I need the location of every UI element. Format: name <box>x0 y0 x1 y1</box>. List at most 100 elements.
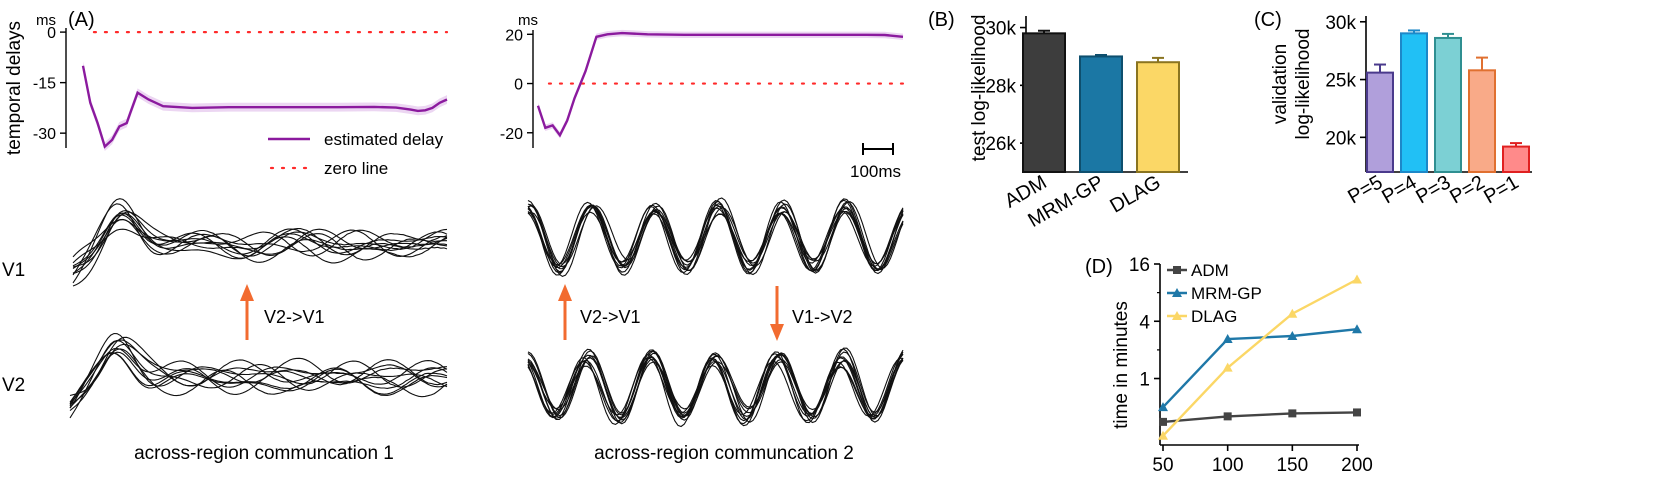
a1-legend: estimated delay zero line <box>268 130 444 178</box>
x-tick-label: 150 <box>1276 455 1308 476</box>
neural-trace <box>69 336 448 406</box>
neural-trace <box>69 343 448 397</box>
neural-trace <box>72 203 448 276</box>
neural-trace <box>527 354 904 428</box>
bar-p-1 <box>1502 145 1530 173</box>
neural-trace <box>72 213 448 287</box>
c-ylabel-line1: validation <box>1270 44 1291 124</box>
neural-trace <box>527 199 904 274</box>
y-tick-label: 30k <box>1325 13 1356 34</box>
neural-trace <box>527 201 904 278</box>
neural-trace <box>527 349 904 421</box>
legend-marker <box>1172 288 1182 297</box>
a1-ylabel: temporal delays <box>4 21 25 155</box>
a2-unit-label: ms <box>518 12 538 29</box>
x-tick-label: 50 <box>1152 455 1173 476</box>
arrow-label-v2-to-v1-right: V2->V1 <box>580 307 641 327</box>
caption-communication-1: across-region communcation 1 <box>134 443 394 464</box>
bar-p-5 <box>1366 71 1394 173</box>
legend-estimated-label: estimated delay <box>324 130 444 149</box>
b-ylabel: test log-likelihood <box>969 15 990 162</box>
y-tick-label: 20k <box>1325 128 1356 149</box>
neural-trace <box>69 351 448 412</box>
y-tick-label: 26k <box>985 134 1016 155</box>
arrow-head <box>770 324 784 341</box>
y-tick-label: 25k <box>1325 71 1356 92</box>
data-point-mrm-gp <box>1287 330 1298 340</box>
c-ylabel-line2: log-likelihood <box>1293 29 1314 140</box>
y-tick-label: 4 <box>1139 312 1150 333</box>
neural-trace <box>69 348 448 409</box>
v1-label: V1 <box>2 260 25 281</box>
y-tick-label: 1 <box>1139 370 1150 391</box>
y-tick-label: -30 <box>33 126 56 143</box>
neural-trace <box>72 219 448 258</box>
v2-label: V2 <box>2 375 25 396</box>
neural-trace <box>69 339 448 403</box>
a2-delay-plot: 200-20 <box>500 27 905 148</box>
panel-a: (A) ms temporal delays 0-15-30 estimated… <box>2 9 905 464</box>
arrow-label-v1-to-v2: V1->V2 <box>792 307 853 327</box>
bar-p-2 <box>1468 69 1496 173</box>
legend-label: ADM <box>1191 261 1229 280</box>
legend-marker <box>1172 311 1182 320</box>
neural-trace <box>72 211 447 268</box>
panel-c: (C) validation log-likelihood 20k25k30kP… <box>1254 9 1532 208</box>
x-tick-label: 200 <box>1341 455 1373 476</box>
arrow-head <box>558 284 572 301</box>
neural-trace <box>72 210 448 275</box>
legend-zero-label: zero line <box>324 159 388 178</box>
neural-trace <box>527 198 904 273</box>
x-tick-label: 100 <box>1212 455 1244 476</box>
v2-traces-communication-2 <box>527 347 904 428</box>
y-tick-label: 16 <box>1129 255 1150 276</box>
series-line-dlag <box>1162 278 1358 437</box>
bar-p-3 <box>1434 36 1462 174</box>
bar-mrm-gp <box>1079 55 1123 173</box>
y-tick-label: -20 <box>500 126 523 143</box>
neural-trace <box>527 197 904 272</box>
neural-trace <box>72 198 448 284</box>
arrow-v2-to-v1-right <box>558 284 572 340</box>
arrow-label-v2-to-v1-left: V2->V1 <box>264 307 325 327</box>
neural-trace <box>527 350 904 425</box>
panel-d-label: (D) <box>1085 256 1113 278</box>
y-tick-label: 30k <box>985 19 1016 40</box>
y-tick-label: -15 <box>33 76 56 93</box>
x-tick-label: P=1 <box>1480 171 1522 208</box>
neural-trace <box>72 218 448 269</box>
bar-dlag <box>1136 61 1180 173</box>
data-point-adm <box>1288 409 1297 418</box>
y-tick-label: 0 <box>47 25 56 42</box>
data-point-mrm-gp <box>1158 402 1168 412</box>
legend-label: DLAG <box>1191 307 1237 326</box>
time-scalebar: 100ms <box>850 143 901 181</box>
panel-b: (B) test log-likelihood 26k28k30kADMMRM-… <box>928 9 1188 232</box>
y-tick-label: 0 <box>514 77 523 94</box>
d-ylabel: time in minutes <box>1111 301 1132 429</box>
arrow-head <box>240 284 254 301</box>
a2-estimated-delay-line <box>536 31 904 138</box>
bar-p-4 <box>1400 32 1428 174</box>
neural-trace <box>69 340 448 419</box>
arrow-v2-to-v1-left <box>240 284 254 340</box>
scalebar-label: 100ms <box>850 162 901 181</box>
caption-communication-2: across-region communcation 2 <box>594 443 854 464</box>
legend-marker <box>1173 266 1181 274</box>
neural-trace <box>527 348 904 423</box>
data-point-mrm-gp <box>1222 334 1233 344</box>
data-point-adm <box>1159 417 1167 426</box>
y-tick-label: 28k <box>985 76 1016 97</box>
x-tick-label: DLAG <box>1106 171 1164 217</box>
v1-traces-communication-2 <box>527 197 904 278</box>
neural-trace <box>69 347 448 404</box>
arrow-v1-to-v2-right <box>770 286 784 341</box>
data-point-dlag <box>1352 274 1362 284</box>
data-point-mrm-gp <box>1352 324 1362 334</box>
bar-adm <box>1022 32 1066 174</box>
